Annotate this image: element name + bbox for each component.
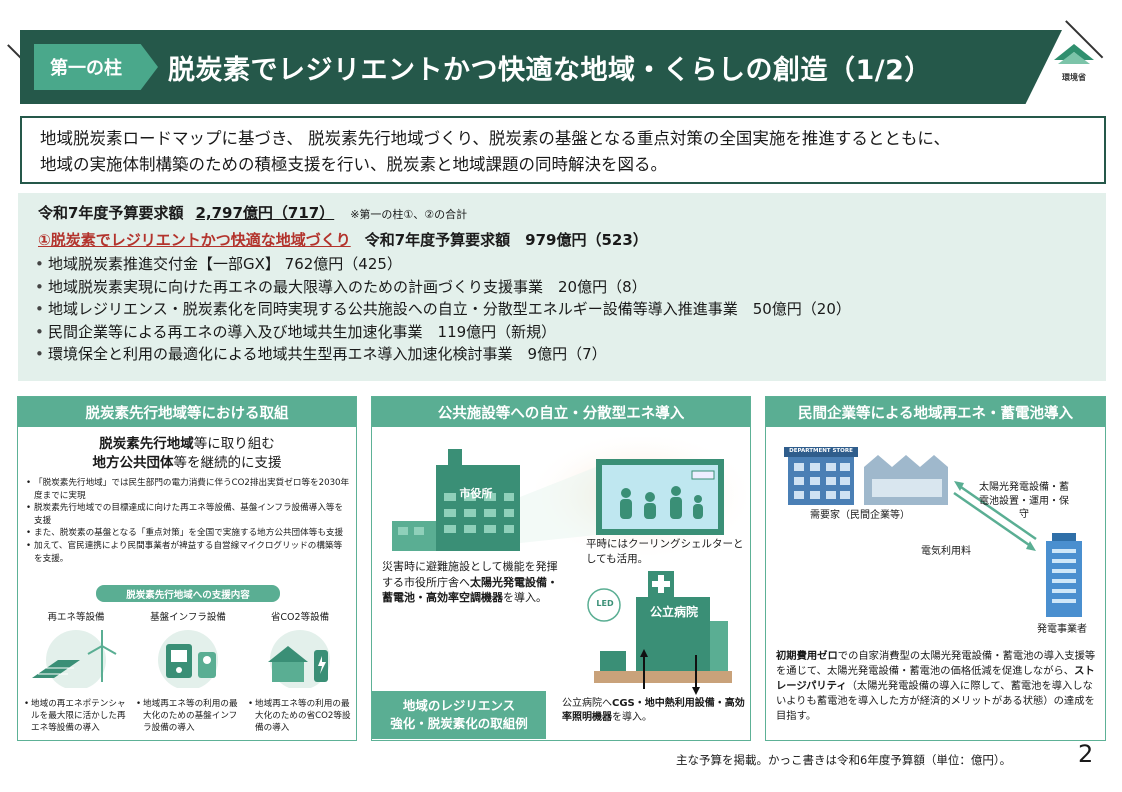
city-hall-description: 災害時に避難施設として機能を発揮する市役所庁舎へ太陽光発電設備・蓄電池・高効率空…	[382, 559, 560, 606]
hospital-illustration	[587, 571, 732, 695]
page-title: 脱炭素でレジリエントかつ快適な地域・くらしの創造（1/2）	[168, 54, 932, 86]
hospital-description: 公立病院へCGS・地中熱利用設備・高効率照明機器を導入。	[562, 697, 748, 725]
led-label: LED	[596, 599, 614, 608]
list-item: また、脱炭素の基盤となる「重点対策」を全国で実施する地方公共団体等も支援	[26, 527, 350, 540]
panel1-title: 脱炭素先行地域等に取り組む 地方公共団体等を継続的に支援	[18, 435, 356, 473]
city-hall-illustration	[392, 437, 746, 555]
tag-line: 地域のレジリエンス	[402, 698, 516, 713]
support-label: 再エネ等設備	[47, 612, 105, 623]
list-item: 脱炭素先行地域での目標達成に向けた再エネ等設備、基盤インフラ設備導入等を支援	[26, 502, 350, 527]
department-store-sign: DEPARTMENT STORE	[789, 448, 853, 454]
title-text: 等を継続的に支援	[173, 455, 282, 471]
ev-charger-icon	[268, 630, 330, 690]
support-desc: 地域再エネ等の利用の最大化のための基盤インフラ設備の導入	[136, 698, 240, 734]
support-label: 基盤インフラ設備	[150, 612, 226, 623]
support-desc: 地域再エネ等の利用の最大化のための省CO2等設備の導入	[248, 698, 352, 734]
text: を導入。	[503, 591, 547, 604]
list-item: 加えて、官民連携により民間事業者が裨益する自営線マイクログリッドの構築等を支援。	[26, 540, 350, 565]
ministry-logo-text: 環境省	[1062, 73, 1086, 82]
summary-line-2: 地域の実施体制構築のための積極支援を行い、脱炭素と地域課題の同時解決を図る。	[40, 155, 667, 174]
panel-private-companies: 民間企業等による地域再エネ・蓄電池導入 DEPARTMENT STORE 需要家…	[765, 396, 1106, 741]
text-bold: 初期費用ゼロ	[776, 650, 838, 662]
budget-item: 環境保全と利用の最適化による地域共生型再エネ導入加速化検討事業 9億円（7）	[35, 343, 1086, 366]
item-budget-line: ①脱炭素でレジリエントかつ快適な地域づくり 令和7年度予算要求額 979億円（5…	[38, 229, 1086, 250]
pillar-tag: 第一の柱	[34, 44, 158, 90]
private-sector-description: 初期費用ゼロでの自家消費型の太陽光発電設備・蓄電池の導入支援等を通じて、太陽光発…	[776, 649, 1098, 724]
support-desc: 地域の再エネポテンシャルを最大限に活かした再エネ等設備の導入	[24, 698, 128, 734]
total-budget-label: 令和7年度予算要求額	[38, 204, 184, 222]
title-bold: 地方公共団体	[92, 455, 174, 471]
support-low-co2: 省CO2等設備 地域再エネ等の利用の最大化のための省CO2等設備の導入	[248, 609, 352, 734]
text: （太陽光発電設備の導入に際して、蓄電池を導入しないよりも蓄電池を導入した方が経済…	[776, 680, 1095, 722]
item-budget-amount: 令和7年度予算要求額 979億円（523）	[364, 231, 648, 249]
infrastructure-icon	[158, 630, 218, 690]
tag-line: 強化・脱炭素化の取組例	[390, 716, 528, 731]
text: 災害時に避難施設として機能を発揮する市役所庁舎へ	[382, 560, 558, 589]
footer-note: 主な予算を掲載。かっこ書きは令和6年度予算額（単位：億円）。	[676, 753, 1012, 767]
budget-item: 地域レジリエンス・脱炭素化を同時実現する公共施設への自立・分散型エネルギー設備等…	[35, 298, 1086, 321]
support-content-bar: 脱炭素先行地域への支援内容	[96, 585, 280, 602]
title-text: 等に取り組む	[193, 436, 275, 452]
item-budget-title: ①脱炭素でレジリエントかつ快適な地域づくり	[38, 231, 351, 249]
panel-leading-regions: 脱炭素先行地域等における取組 脱炭素先行地域等に取り組む 地方公共団体等を継続的…	[17, 396, 357, 741]
summary-line-1: 地域脱炭素ロードマップに基づき、 脱炭素先行地域づくり、脱炭素の基盤となる重点対…	[40, 129, 950, 148]
total-budget-line: 令和7年度予算要求額 2,797億円（717） ※第一の柱①、②の合計	[38, 202, 1086, 223]
power-producer-label: 発電事業者	[1037, 624, 1087, 635]
text-bold: CGS・地中熱利用設備・高効率照明機器	[562, 698, 745, 723]
page-number: 2	[1078, 740, 1094, 768]
panel-heading: 公共施設等への自立・分散型エネ導入	[372, 397, 750, 427]
panel-heading: 民間企業等による地域再エネ・蓄電池導入	[766, 397, 1105, 427]
resilience-example-tag: 地域のレジリエンス 強化・脱炭素化の取組例	[372, 691, 546, 739]
total-budget-amount: 2,797億円（717）	[195, 204, 335, 222]
ministry-logo-icon	[1054, 44, 1094, 64]
total-budget-note: ※第一の柱①、②の合計	[350, 208, 468, 221]
summary-box: 地域脱炭素ロードマップに基づき、 脱炭素先行地域づくり、脱炭素の基盤となる重点対…	[20, 116, 1106, 184]
provider-services-label: 太陽光発電設備・蓄電池設置・運用・保守	[979, 482, 1069, 520]
budget-item: 地域脱炭素推進交付金【一部GX】 762億円（425）	[35, 253, 1086, 276]
list-item: 「脱炭素先行地域」では民生部門の電力消費に伴うCO2排出実質ゼロ等を2030年度…	[26, 477, 350, 502]
solar-wind-icon	[32, 630, 117, 690]
budget-item: 地域脱炭素実現に向けた再エネの最大限導入のための計画づくり支援事業 20億円（8…	[35, 276, 1086, 299]
text-bold: 太陽光発電設備・蓄電池・高効率空調機器	[382, 575, 558, 605]
text: を導入。	[612, 712, 652, 723]
panel-public-facilities: 公共施設等への自立・分散型エネ導入 市役所 災害時に避	[371, 396, 751, 741]
cooling-shelter-note: 平時にはクーリングシェルターとしても活用。	[586, 538, 744, 565]
panel-heading: 脱炭素先行地域等における取組	[18, 397, 356, 427]
budget-panel: 令和7年度予算要求額 2,797億円（717） ※第一の柱①、②の合計 ①脱炭素…	[18, 193, 1106, 381]
hospital-sign: 公立病院	[649, 605, 698, 619]
header-band	[20, 30, 1062, 104]
city-hall-sign: 市役所	[459, 487, 493, 500]
consumer-label: 需要家（民間企業等）	[810, 510, 910, 521]
text-bold: ストレージパリティ	[776, 665, 1095, 692]
support-label: 省CO2等設備	[270, 612, 330, 623]
text: 公立病院へ	[562, 698, 612, 709]
title-bold: 脱炭素先行地域	[99, 436, 194, 452]
support-infrastructure: 基盤インフラ設備 地域再エネ等の利用の最大化のための基盤インフラ設備の導入	[136, 609, 240, 734]
budget-item-list: 地域脱炭素推進交付金【一部GX】 762億円（425） 地域脱炭素実現に向けた再…	[35, 253, 1086, 366]
business-diagram-illustration	[784, 447, 1082, 617]
electricity-fee-label: 電気利用料	[921, 546, 971, 557]
budget-item: 民間企業等による再エネの導入及び地域共生加速化事業 119億円（新規）	[35, 321, 1086, 344]
support-renewables: 再エネ等設備 地域の再エネポテンシャルを最大限に活かした再エネ等設備の導入	[24, 609, 128, 734]
text: での自家消費型の太陽光発電設備・蓄電池の導入支援等を通じて、太陽光発電設備・蓄電…	[776, 650, 1096, 677]
panel1-bullet-list: 「脱炭素先行地域」では民生部門の電力消費に伴うCO2排出実質ゼロ等を2030年度…	[26, 477, 350, 565]
